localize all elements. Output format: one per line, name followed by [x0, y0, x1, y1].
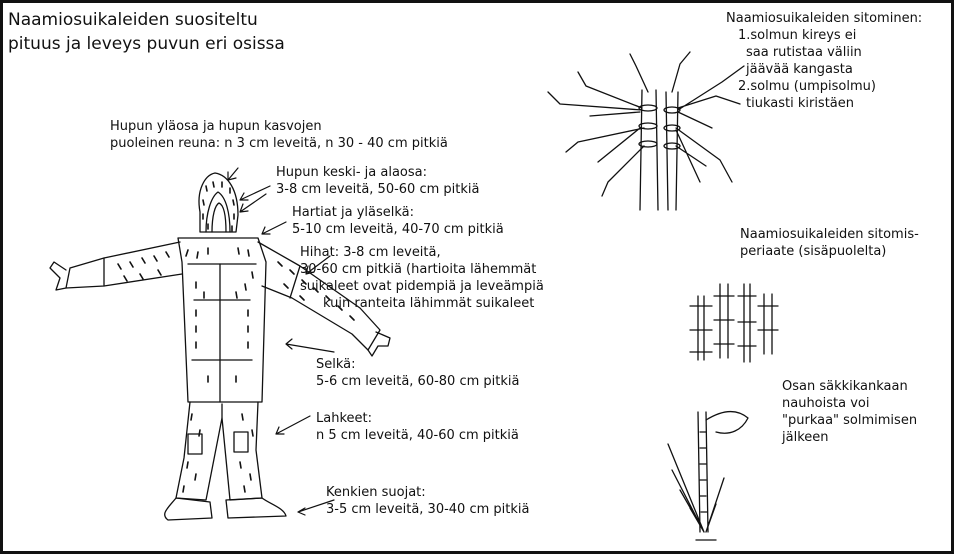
- tying-heading: Naamiosuikaleiden sitominen:: [726, 10, 922, 27]
- label-hood-top: Hupun yläosa ja hupun kasvojen puoleinen…: [110, 118, 448, 152]
- label-sleeves: Hihat: 3-8 cm leveitä, 30-60 cm pitkiä (…: [300, 244, 426, 312]
- sack-strip-caption: Osan säkkikankaan nauhoista voi "purkaa"…: [782, 378, 917, 446]
- label-back-line-1: Selkä:: [316, 356, 519, 373]
- label-shoulders-line-2: 5-10 cm leveitä, 40-70 cm pitkiä: [292, 221, 504, 238]
- label-shoulders: Hartiat ja yläselkä: 5-10 cm leveitä, 40…: [292, 204, 504, 238]
- label-back-line-2: 5-6 cm leveitä, 60-80 cm pitkiä: [316, 373, 519, 390]
- tying-step-1-line-2: saa rutistaa väliin: [726, 44, 922, 61]
- title-line-2: pituus ja leveys puvun eri osissa: [8, 32, 285, 56]
- tying-step-1-line-3: jäävää kangasta: [726, 61, 922, 78]
- sack-strip-line-4: jälkeen: [782, 429, 917, 446]
- sack-strip-line-3: "purkaa" solmimisen: [782, 412, 917, 429]
- label-hood-top-line-2: puoleinen reuna: n 3 cm leveitä, n 30 - …: [110, 135, 448, 152]
- tying-step-1-line-1: 1.solmun kireys ei: [726, 27, 922, 44]
- tying-principle-illustration: [690, 284, 778, 362]
- tying-principle-line-2: periaate (sisäpuolelta): [740, 243, 919, 260]
- label-hood-middle-line-1: Hupun keski- ja alaosa:: [276, 164, 479, 181]
- sack-strip-illustration: [668, 411, 748, 540]
- label-sleeves-line-2: 30-60 cm pitkiä (hartioita lähemmät: [300, 261, 426, 278]
- tying-instructions: Naamiosuikaleiden sitominen: 1.solmun ki…: [726, 10, 922, 112]
- label-hood-top-line-1: Hupun yläosa ja hupun kasvojen: [110, 118, 448, 135]
- label-hood-middle-line-2: 3-8 cm leveitä, 50-60 cm pitkiä: [276, 181, 479, 198]
- tying-principle-line-1: Naamiosuikaleiden sitomis-: [740, 226, 919, 243]
- sack-strip-line-1: Osan säkkikankaan: [782, 378, 917, 395]
- label-legs-line-1: Lahkeet:: [316, 410, 519, 427]
- label-sleeves-line-1: Hihat: 3-8 cm leveitä,: [300, 244, 426, 261]
- diagram-title: Naamiosuikaleiden suositeltu pituus ja l…: [8, 8, 285, 56]
- sack-strip-line-2: nauhoista voi: [782, 395, 917, 412]
- label-sleeves-line-4: kuin ranteita lähimmät suikaleet: [300, 295, 426, 312]
- tying-step-2-line-2: tiukasti kiristäen: [726, 95, 922, 112]
- label-shoe-covers-line-2: 3-5 cm leveitä, 30-40 cm pitkiä: [326, 501, 529, 518]
- label-hood-middle: Hupun keski- ja alaosa: 3-8 cm leveitä, …: [276, 164, 479, 198]
- label-sleeves-line-3: suikaleet ovat pidempiä ja leveämpiä: [300, 278, 426, 295]
- label-back: Selkä: 5-6 cm leveitä, 60-80 cm pitkiä: [316, 356, 519, 390]
- label-shoulders-line-1: Hartiat ja yläselkä:: [292, 204, 504, 221]
- tying-principle-caption: Naamiosuikaleiden sitomis- periaate (sis…: [740, 226, 919, 260]
- label-legs-line-2: n 5 cm leveitä, 40-60 cm pitkiä: [316, 427, 519, 444]
- label-shoe-covers-line-1: Kenkien suojat:: [326, 484, 529, 501]
- title-line-1: Naamiosuikaleiden suositeltu: [8, 8, 285, 32]
- tying-illustration: [548, 52, 744, 210]
- label-legs: Lahkeet: n 5 cm leveitä, 40-60 cm pitkiä: [316, 410, 519, 444]
- label-shoe-covers: Kenkien suojat: 3-5 cm leveitä, 30-40 cm…: [326, 484, 529, 518]
- tying-step-2-line-1: 2.solmu (umpisolmu): [726, 78, 922, 95]
